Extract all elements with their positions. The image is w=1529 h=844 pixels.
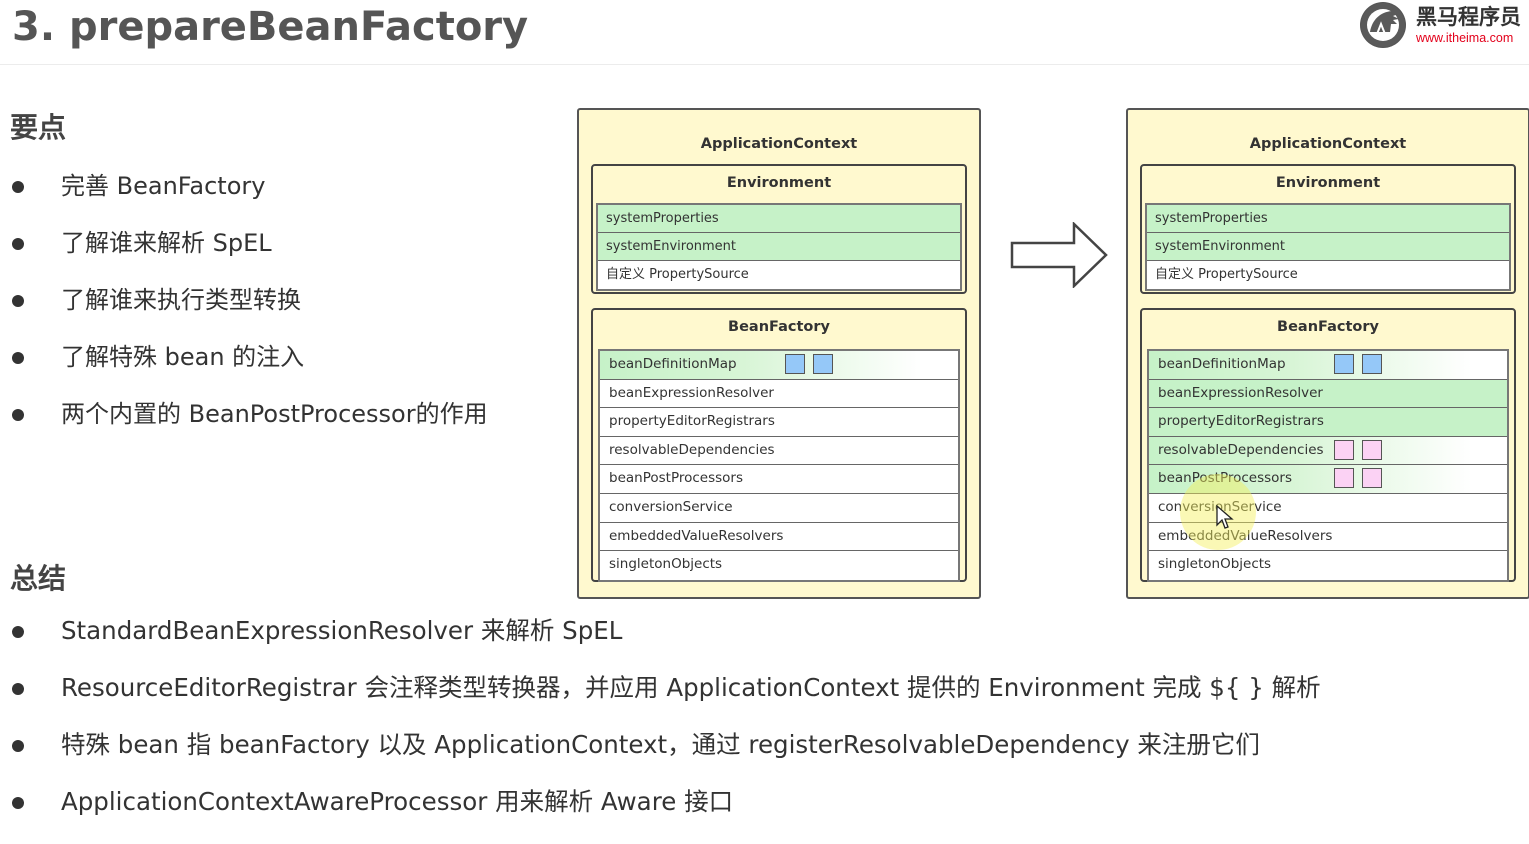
bean-factory-row: beanPostProcessors — [600, 465, 958, 494]
bean-factory-title: BeanFactory — [728, 319, 830, 335]
list-item: StandardBeanExpressionResolver 来解析 SpEL — [0, 616, 1321, 673]
bean-factory-row: beanExpressionResolver — [1149, 379, 1507, 409]
property-source-row: systemProperties — [598, 205, 960, 233]
bean-factory-row: propertyEditorRegistrars — [1149, 408, 1507, 437]
property-source-row: systemProperties — [1147, 205, 1509, 233]
bean-definition-square — [1362, 354, 1382, 374]
bullet-icon — [12, 683, 24, 695]
right-arrow-icon — [1010, 222, 1108, 288]
list-item: 特殊 bean 指 beanFactory 以及 ApplicationCont… — [0, 730, 1321, 787]
bean-factory-row: resolvableDependencies — [1149, 436, 1507, 466]
list-item: 两个内置的 BeanPostProcessor的作用 — [0, 399, 488, 456]
environment-title: Environment — [1275, 175, 1381, 191]
field-label: singletonObjects — [1158, 556, 1272, 573]
bean-factory-row: propertyEditorRegistrars — [600, 408, 958, 437]
bullet-icon — [12, 352, 24, 364]
field-label: embeddedValueResolvers — [609, 527, 784, 544]
bean-factory-row: resolvableDependencies — [600, 436, 958, 466]
bean-factory-row: beanExpressionResolver — [600, 379, 958, 409]
registered-bean-square — [1334, 468, 1354, 489]
bean-factory-panel: BeanFactory beanDefinitionMap beanExpressi… — [1140, 308, 1516, 582]
bean-factory-fields: beanDefinitionMap beanExpressionResolver p… — [1147, 349, 1509, 582]
bullet-icon — [12, 181, 24, 193]
list-item: 了解谁来执行类型转换 — [0, 285, 488, 342]
field-label: conversionService — [609, 498, 733, 515]
property-source-row: systemEnvironment — [598, 233, 960, 261]
property-source-row: systemEnvironment — [1147, 233, 1509, 261]
field-label: beanExpressionResolver — [1158, 384, 1323, 401]
field-label: beanDefinitionMap — [609, 356, 737, 372]
mouse-pointer-icon — [1216, 505, 1234, 529]
brand-logo: 黑马程序员 www.itheima.com — [1360, 2, 1529, 50]
registered-bean-square — [1362, 439, 1382, 460]
field-label: beanDefinitionMap — [1158, 356, 1286, 372]
field-label: propertyEditorRegistrars — [1158, 413, 1324, 430]
field-label: beanExpressionResolver — [609, 384, 774, 401]
bean-definition-square — [813, 354, 833, 374]
environment-title: Environment — [726, 175, 832, 191]
bean-factory-row: beanPostProcessors — [1149, 465, 1507, 494]
summary-heading: 总结 — [10, 562, 67, 595]
bullet-icon — [12, 295, 24, 307]
list-item: 了解谁来解析 SpEL — [0, 228, 488, 285]
field-label: resolvableDependencies — [1158, 441, 1324, 458]
key-points-heading: 要点 — [10, 111, 67, 144]
bean-factory-row: embeddedValueResolvers — [600, 522, 958, 552]
brand-name: 黑马程序员 — [1416, 5, 1521, 29]
bean-factory-row: conversionService — [600, 493, 958, 523]
page-title: 3. prepareBeanFactory — [12, 4, 529, 50]
bean-definition-square — [785, 354, 805, 374]
bean-factory-row: beanDefinitionMap — [1149, 351, 1507, 380]
list-item: ApplicationContextAwareProcessor 用来解析 Aw… — [0, 787, 1321, 844]
bean-factory-row: singletonObjects — [600, 551, 958, 580]
field-label: propertyEditorRegistrars — [609, 413, 775, 430]
brand-url: www.itheima.com — [1416, 31, 1514, 45]
application-context-title: ApplicationContext — [1249, 136, 1407, 152]
key-points-list: 完善 BeanFactory 了解谁来解析 SpEL 了解谁来执行类型转换 了解… — [0, 171, 488, 456]
title-divider — [0, 64, 1529, 65]
list-item: 完善 BeanFactory — [0, 171, 488, 228]
bullet-icon — [12, 626, 24, 638]
registered-bean-square — [1362, 468, 1382, 489]
field-label: conversionService — [1158, 498, 1282, 515]
registered-bean-square — [1334, 439, 1354, 460]
bean-factory-row: beanDefinitionMap — [600, 351, 958, 380]
list-item: ResourceEditorRegistrar 会注释类型转换器，并应用 App… — [0, 673, 1321, 730]
bean-definition-square — [1334, 354, 1354, 374]
field-label: beanPostProcessors — [609, 470, 744, 487]
bullet-icon — [12, 409, 24, 421]
property-source-row: 自定义 PropertySource — [598, 261, 960, 289]
field-label: resolvableDependencies — [609, 441, 775, 458]
bean-factory-title: BeanFactory — [1277, 319, 1379, 335]
bean-factory-fields: beanDefinitionMap beanExpressionResolver p… — [598, 349, 960, 582]
horse-head-logo-icon — [1360, 2, 1406, 48]
bean-factory-panel: BeanFactory beanDefinitionMap beanExpressi… — [591, 308, 967, 582]
bullet-icon — [12, 797, 24, 809]
summary-list: StandardBeanExpressionResolver 来解析 SpEL … — [0, 616, 1321, 844]
bean-factory-row: singletonObjects — [1149, 551, 1507, 580]
field-label: singletonObjects — [609, 556, 723, 573]
bean-factory-row: embeddedValueResolvers — [1149, 522, 1507, 552]
field-label: embeddedValueResolvers — [1158, 527, 1333, 544]
field-label: beanPostProcessors — [1158, 470, 1293, 487]
bullet-icon — [12, 740, 24, 752]
bean-factory-row: conversionService — [1149, 493, 1507, 523]
property-source-row: 自定义 PropertySource — [1147, 261, 1509, 289]
bullet-icon — [12, 238, 24, 250]
application-context-title: ApplicationContext — [700, 136, 858, 152]
list-item: 了解特殊 bean 的注入 — [0, 342, 488, 399]
